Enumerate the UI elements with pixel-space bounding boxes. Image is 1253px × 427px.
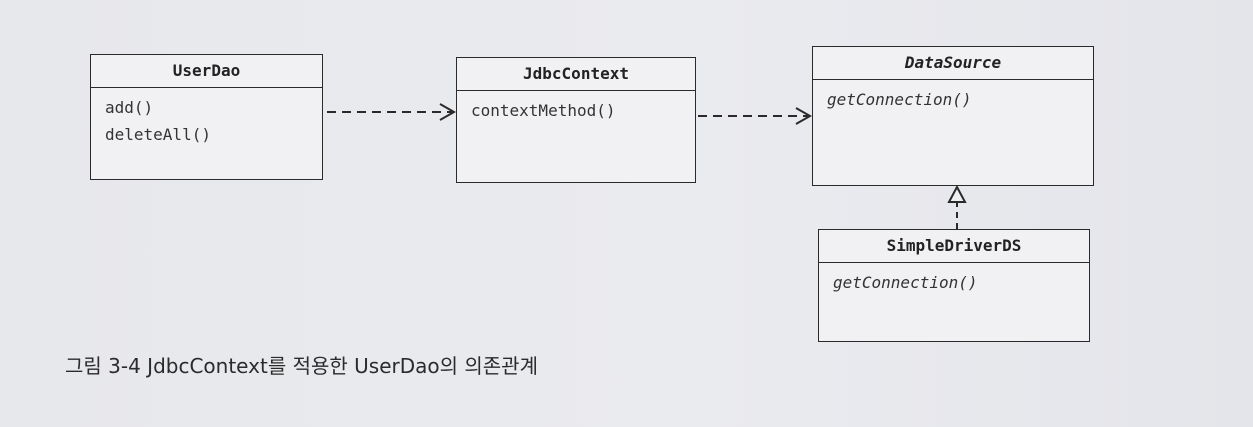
- figure-caption: 그림 3-4 JdbcContext를 적용한 UserDao의 의존관계: [65, 354, 538, 378]
- method: contextMethod(): [471, 101, 616, 120]
- class-name: SimpleDriverDS: [819, 230, 1089, 263]
- realization-arrow-simpledriverds-datasource: [947, 184, 967, 229]
- class-userdao: UserDao add() deleteAll(): [90, 54, 323, 180]
- class-name: JdbcContext: [457, 58, 695, 91]
- class-name: UserDao: [91, 55, 322, 88]
- method: add(): [105, 98, 154, 117]
- dependency-arrow-jdbccontext-datasource: [698, 107, 813, 125]
- method-list: getConnection(): [813, 80, 1093, 113]
- class-jdbccontext: JdbcContext contextMethod(): [456, 57, 696, 183]
- interface-datasource: DataSource getConnection(): [812, 46, 1094, 186]
- dependency-arrow-userdao-jdbccontext: [327, 103, 457, 121]
- class-name: DataSource: [813, 47, 1093, 80]
- method-list: add() deleteAll(): [91, 88, 322, 148]
- class-simpledriverds: SimpleDriverDS getConnection(): [818, 229, 1090, 342]
- method: getConnection(): [827, 90, 972, 109]
- method: deleteAll(): [105, 125, 211, 144]
- method-list: getConnection(): [819, 263, 1089, 296]
- method-list: contextMethod(): [457, 91, 695, 124]
- method: getConnection(): [833, 273, 978, 292]
